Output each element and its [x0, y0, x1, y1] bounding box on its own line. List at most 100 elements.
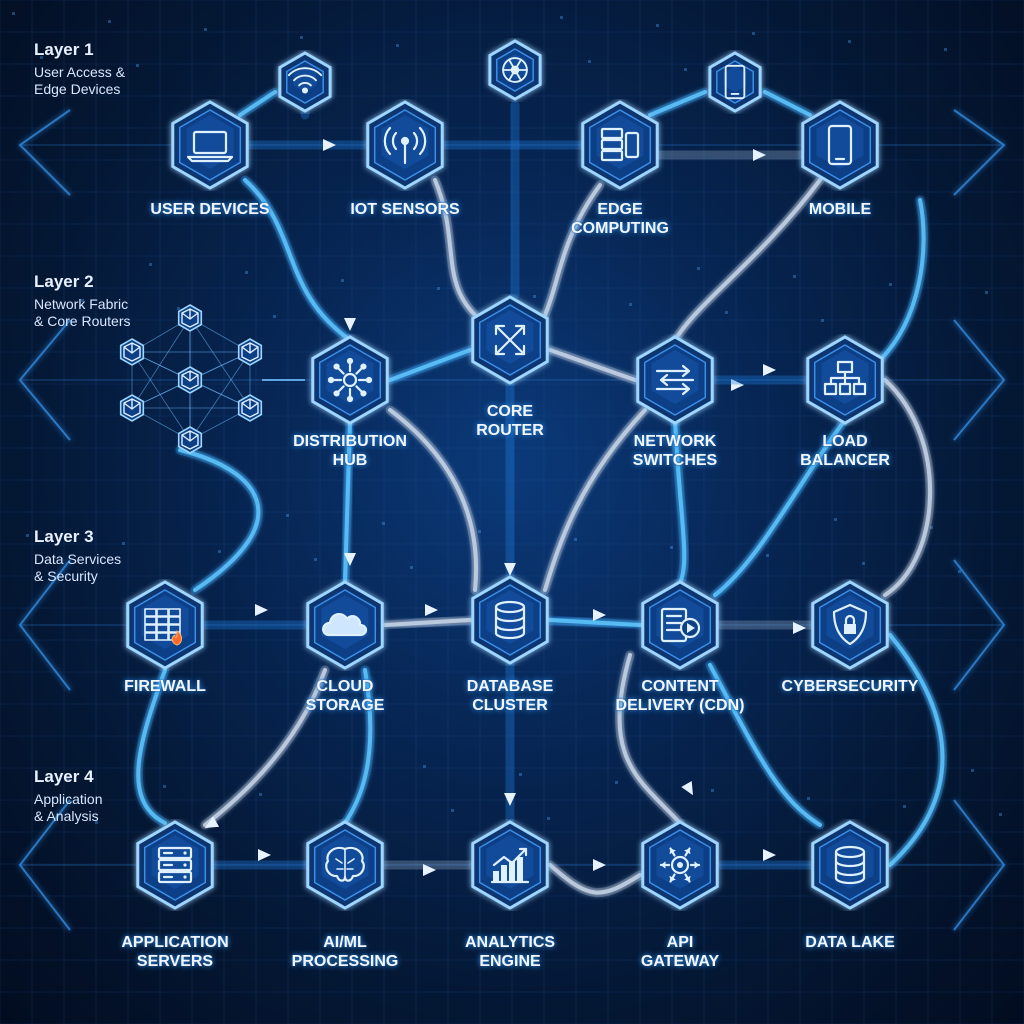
cube-icon: [241, 398, 259, 418]
node-content-delivery-cdn[interactable]: [634, 579, 726, 671]
layer-label-4: Layer 4 Application & Analysis: [34, 767, 103, 825]
node-user-devices[interactable]: [164, 99, 256, 191]
node-label: CYBERSECURITY: [781, 678, 919, 695]
node-hexagon: [471, 575, 549, 665]
cube-icon: [181, 430, 199, 450]
node-label: DATA LAKE: [805, 934, 895, 951]
node-distribution-hub[interactable]: [304, 334, 396, 426]
cluster-node: [175, 365, 205, 395]
node-hexagon: [811, 820, 889, 910]
server-stack-icon: [157, 846, 193, 884]
node-hexagon: [366, 100, 444, 190]
node-cybersecurity[interactable]: [804, 579, 896, 671]
node-edge-icon-5[interactable]: [483, 38, 547, 102]
node-label: DATABASE CLUSTER: [466, 678, 554, 714]
node-label: NETWORK SWITCHES: [632, 433, 718, 469]
layer-title: Layer 1: [34, 40, 94, 59]
node-hexagon: [136, 820, 214, 910]
cube-icon: [123, 398, 141, 418]
layer-title: Layer 4: [34, 767, 94, 786]
node-hexagon: [636, 335, 714, 425]
node-hexagon: [311, 335, 389, 425]
node-hexagon: [811, 580, 889, 670]
mobile-phone-icon: [724, 64, 746, 100]
cube-icon: [181, 370, 199, 390]
node-hexagon: [126, 580, 204, 670]
node-label: APPLICATION SERVERS: [121, 934, 229, 970]
database-icon: [494, 600, 526, 640]
wifi-icon: [287, 67, 323, 94]
node-hexagon: [306, 820, 384, 910]
server-phone-icon: [600, 127, 640, 162]
layer-description: Data Services & Security: [34, 551, 122, 584]
node-load-balancer[interactable]: [799, 334, 891, 426]
node-label: CORE ROUTER: [476, 403, 544, 439]
node-network-switches[interactable]: [629, 334, 721, 426]
node-label: AI/ML PROCESSING: [291, 934, 399, 970]
hierarchy-icon: [823, 360, 867, 396]
node-label: API GATEWAY: [640, 934, 720, 970]
cluster-node: [175, 425, 205, 455]
layer-description: User Access & Edge Devices: [34, 64, 126, 97]
node-hexagon: [708, 51, 762, 113]
network-hub-icon: [502, 57, 528, 83]
shield-lock-icon: [832, 603, 868, 646]
cube-icon: [241, 342, 259, 362]
layer-label-3: Layer 3 Data Services & Security: [34, 527, 121, 585]
node-data-lake[interactable]: [804, 819, 896, 911]
node-mobile[interactable]: [794, 99, 886, 191]
router-arrows-icon: [494, 324, 526, 356]
layer-title: Layer 2: [34, 272, 94, 291]
laptop-icon: [186, 130, 234, 163]
node-label: ANALYTICS ENGINE: [464, 934, 556, 970]
node-database-cluster[interactable]: [464, 574, 556, 666]
node-edge-icon-4[interactable]: [273, 50, 337, 114]
cube-icon: [181, 308, 199, 328]
node-api-gateway[interactable]: [634, 819, 726, 911]
node-hexagon: [471, 295, 549, 385]
node-label: FIREWALL: [124, 678, 206, 695]
node-cloud-storage[interactable]: [299, 579, 391, 671]
cluster-node: [117, 337, 147, 367]
node-edge-computing[interactable]: [574, 99, 666, 191]
cloud-icon: [322, 613, 368, 637]
node-hexagon: [641, 820, 719, 910]
layer-label-2: Layer 2 Network Fabric & Core Routers: [34, 272, 130, 330]
node-hexagon: [471, 820, 549, 910]
node-hexagon: [581, 100, 659, 190]
layer-description: Network Fabric & Core Routers: [34, 296, 131, 329]
hub-icon: [327, 357, 373, 403]
node-hexagon: [801, 100, 879, 190]
firewall-icon: [144, 608, 182, 646]
node-label: LOAD BALANCER: [800, 433, 890, 469]
node-hexagon: [641, 580, 719, 670]
node-core-router[interactable]: [464, 294, 556, 386]
brain-icon: [325, 846, 365, 882]
node-hexagon: [171, 100, 249, 190]
cluster-node: [117, 393, 147, 423]
node-label: DISTRIBUTION HUB: [293, 433, 407, 469]
node-iot-sensors[interactable]: [359, 99, 451, 191]
node-ai-ml-processing[interactable]: [299, 819, 391, 911]
node-label: MOBILE: [808, 201, 872, 218]
node-application-servers[interactable]: [129, 819, 221, 911]
database-icon: [834, 845, 866, 885]
cluster-node: [235, 393, 265, 423]
node-analytics-engine[interactable]: [464, 819, 556, 911]
node-firewall[interactable]: [119, 579, 211, 671]
node-label: IOT SENSORS: [350, 201, 460, 218]
cube-icon: [123, 342, 141, 362]
mobile-phone-icon: [827, 124, 853, 166]
gear-network-icon: [659, 847, 701, 883]
node-hexagon: [306, 580, 384, 670]
cdn-play-icon: [660, 607, 701, 643]
node-label: CLOUD STORAGE: [305, 678, 385, 714]
switch-arrows-icon: [655, 364, 695, 396]
cluster-node: [175, 303, 205, 333]
node-hexagon: [278, 51, 332, 113]
cluster-node: [235, 337, 265, 367]
node-hexagon: [806, 335, 884, 425]
node-edge-icon-6[interactable]: [703, 50, 767, 114]
